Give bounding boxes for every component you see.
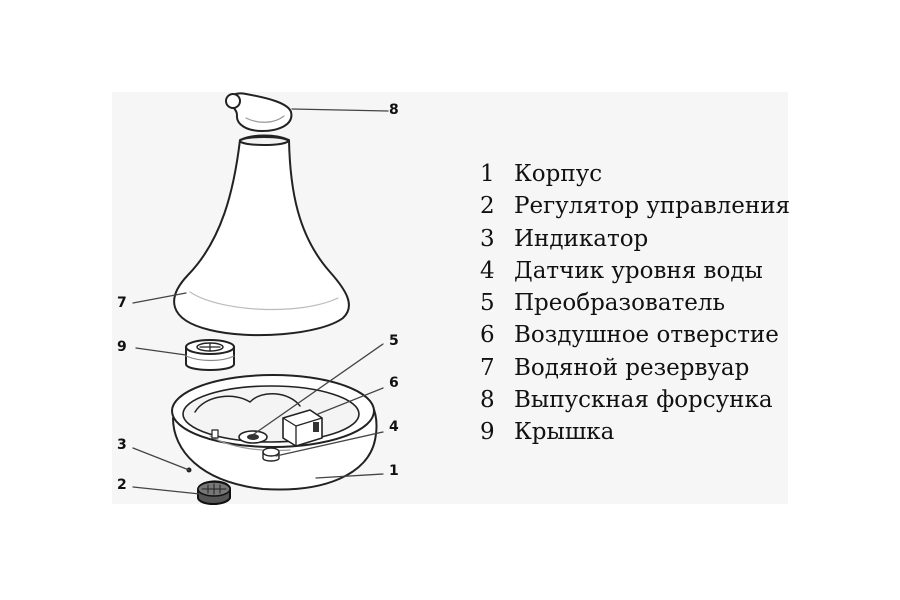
legend-number: 1 (480, 161, 495, 187)
legend-label: Воздушное отверстие (514, 322, 779, 349)
callout-1: 1 (389, 463, 399, 479)
callout-5: 5 (389, 333, 399, 349)
legend-number: 2 (480, 193, 495, 220)
callout-9: 9 (117, 339, 127, 355)
legend-item: 2 Регулятор управления (480, 190, 790, 222)
legend-number: 6 (480, 322, 495, 349)
callout-8: 8 (389, 102, 399, 118)
base-body-drawing (171, 374, 378, 505)
callout-7: 7 (117, 295, 127, 311)
legend-item: 9 Крышка (480, 416, 790, 448)
legend-item: 6 Воздушное отверстие (480, 319, 790, 351)
legend-label: Выпускная форсунка (514, 387, 773, 414)
legend-number: 7 (480, 354, 495, 381)
legend-label: Корпус (514, 161, 603, 187)
outlet-nozzle-drawing (225, 92, 293, 132)
legend-number: 3 (480, 225, 495, 252)
legend-label: Преобразователь (514, 290, 726, 317)
legend-number: 8 (480, 387, 495, 414)
legend-label: Датчик уровня воды (514, 257, 763, 284)
legend-number: 5 (480, 290, 495, 317)
callout-4: 4 (389, 419, 399, 435)
legend-label: Индикатор (514, 225, 649, 252)
legend-label: Водяной резервуар (514, 354, 750, 381)
legend-item: 8 Выпускная форсунка (480, 384, 790, 416)
callout-2: 2 (117, 477, 127, 493)
parts-legend: 1 Корпус 2 Регулятор управления 3 Индикатор… (480, 158, 790, 449)
legend-item: 5 Преобразователь (480, 287, 790, 319)
legend-label: Крышка (514, 419, 615, 446)
legend-item: 1 Корпус (480, 158, 790, 190)
water-tank-drawing (173, 134, 350, 337)
legend-item: 3 Индикатор (480, 223, 790, 255)
legend-number: 9 (480, 419, 495, 446)
callout-6: 6 (389, 375, 399, 391)
callout-3: 3 (117, 437, 127, 453)
cap-drawing (185, 339, 235, 371)
legend-item: 7 Водяной резервуар (480, 352, 790, 384)
legend-item: 4 Датчик уровня воды (480, 255, 790, 287)
leader-lines (132, 108, 389, 495)
legend-number: 4 (480, 257, 495, 284)
legend-label: Регулятор управления (514, 193, 791, 220)
